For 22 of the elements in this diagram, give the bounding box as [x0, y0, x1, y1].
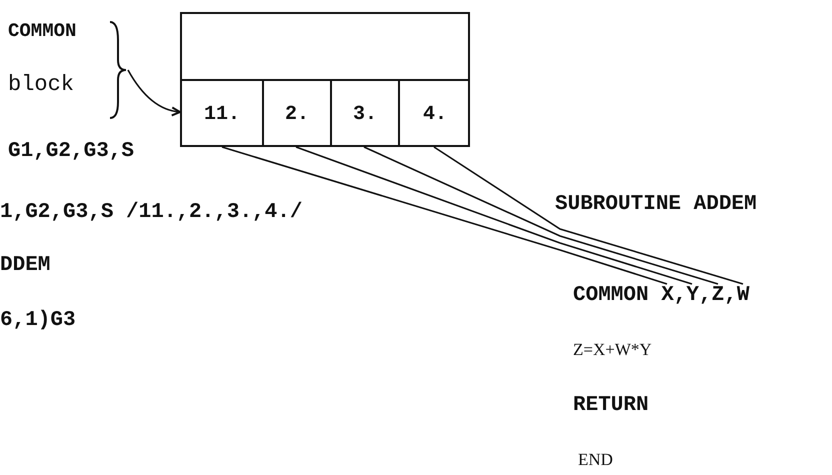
memory-cell: 2.: [262, 81, 330, 147]
memory-cell: 3.: [330, 81, 398, 147]
leader-line: [222, 146, 668, 285]
code-line: COMMON X,Y,Z,W: [573, 284, 801, 312]
code-line: DDEM: [0, 254, 50, 277]
memory-block: [180, 12, 470, 147]
leader-line: [364, 146, 718, 285]
code-line: RETURN: [573, 394, 649, 417]
leader-line: [296, 146, 692, 285]
word: block: [8, 72, 74, 97]
code-line: 1,G2,G3,S /11.,2.,3.,4./: [0, 201, 302, 224]
memory-cell: 11.: [182, 81, 262, 147]
curved-arrow: [127, 70, 181, 116]
leader-line: [434, 146, 744, 285]
memory-cell: 4.: [398, 81, 470, 147]
code-line: 6,1)G3: [0, 309, 76, 332]
code-line: G1,G2,G3,S: [8, 140, 134, 163]
bracket-label: [8, 20, 128, 120]
code-line: END: [578, 450, 613, 470]
code-line: Z=X+W*Y: [573, 340, 652, 360]
keyword: COMMON: [8, 20, 76, 42]
code-line: SUBROUTINE ADDEM: [555, 193, 757, 216]
